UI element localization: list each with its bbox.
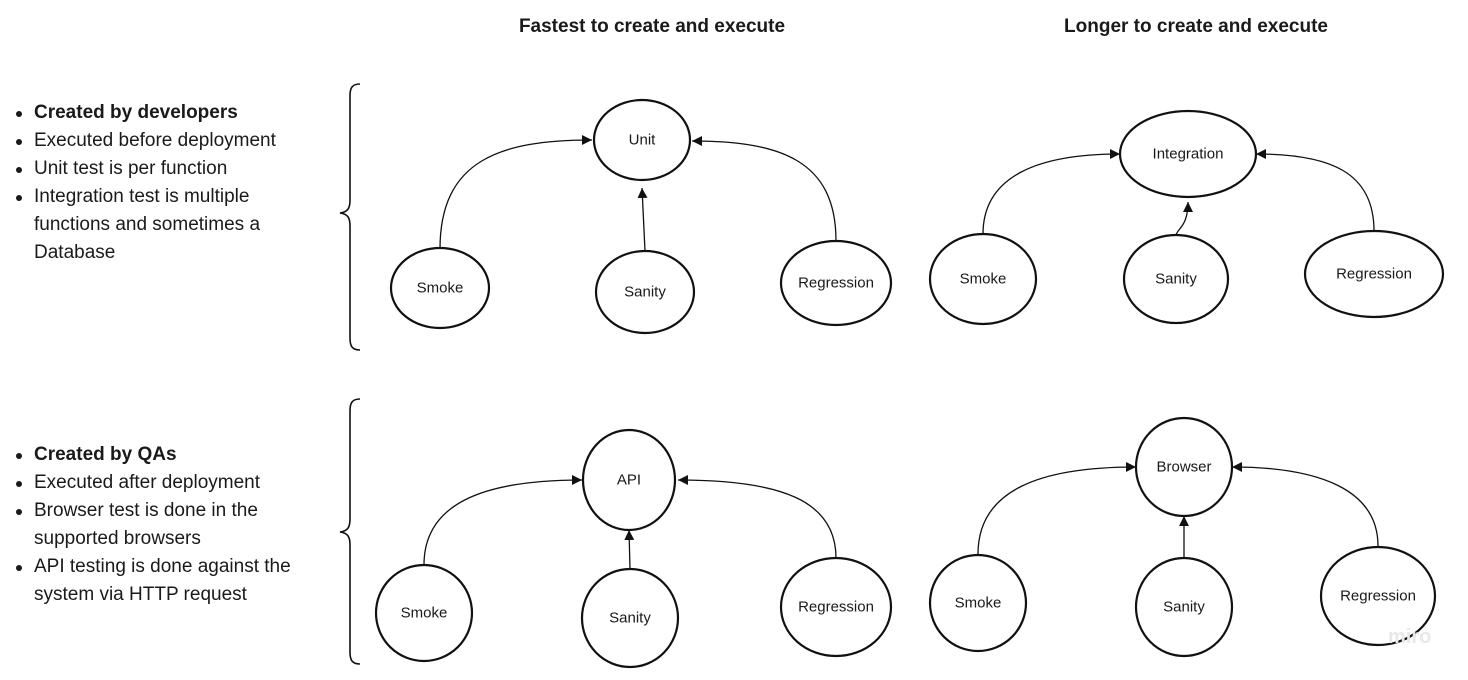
unit-regression-label: Regression [798, 275, 874, 292]
integration-sanity-label: Sanity [1155, 271, 1197, 288]
integration-smoke-label: Smoke [960, 271, 1007, 288]
api-group: API Smoke Sanity Regression [374, 428, 893, 669]
browser-regression-node: Regression [1319, 545, 1437, 647]
unit-regression-node: Regression [779, 239, 893, 327]
api-regression-label: Regression [798, 599, 874, 616]
api-sanity-label: Sanity [609, 610, 651, 627]
integration-regression-node: Regression [1303, 229, 1445, 319]
browser-smoke-node: Smoke [928, 553, 1028, 653]
qa-note-executed: Executed after deployment [14, 469, 314, 497]
qa-note-browser: Browser test is done in the supported br… [14, 497, 314, 553]
developers-brace [339, 83, 361, 351]
unit-node-label: Unit [629, 132, 657, 149]
developers-note-executed: Executed before deployment [14, 127, 324, 155]
integration-node: Integration [1118, 109, 1258, 199]
developers-note-integration: Integration test is multiple functions a… [14, 183, 324, 267]
integration-node-label: Integration [1153, 146, 1224, 163]
qa-notes: Created by QAs Executed after deployment… [14, 441, 314, 609]
browser-node-label: Browser [1156, 459, 1211, 476]
unit-node: Unit [592, 98, 692, 182]
integration-regression-label: Regression [1336, 266, 1412, 283]
miro-watermark: miro [1388, 626, 1432, 648]
qa-note-api: API testing is done against the system v… [14, 553, 314, 609]
browser-regression-label: Regression [1340, 588, 1416, 605]
integration-sanity-node: Sanity [1122, 233, 1230, 325]
unit-sanity-label: Sanity [624, 284, 666, 301]
api-node-label: API [617, 472, 641, 489]
api-smoke-node: Smoke [374, 563, 474, 663]
qa-brace [339, 398, 361, 665]
unit-smoke-label: Smoke [417, 280, 464, 297]
developers-note-unit: Unit test is per function [14, 155, 324, 183]
browser-sanity-node: Sanity [1134, 556, 1234, 658]
api-node: API [581, 428, 677, 532]
unit-group: Unit Smoke Sanity Regression [389, 98, 893, 335]
browser-node: Browser [1134, 416, 1234, 518]
browser-smoke-label: Smoke [955, 595, 1002, 612]
api-regression-node: Regression [779, 556, 893, 658]
developers-notes: Created by developers Executed before de… [14, 99, 324, 267]
browser-group: Browser Smoke Sanity Regression [928, 416, 1437, 658]
heading-fastest: Fastest to create and execute [518, 16, 786, 37]
api-smoke-label: Smoke [401, 605, 448, 622]
browser-sanity-label: Sanity [1163, 599, 1205, 616]
developers-note-created-by: Created by developers [14, 99, 324, 127]
unit-smoke-node: Smoke [389, 246, 491, 330]
unit-sanity-node: Sanity [594, 249, 696, 335]
integration-group: Integration Smoke Sanity Regression [928, 109, 1445, 326]
api-sanity-node: Sanity [580, 567, 680, 669]
integration-smoke-node: Smoke [928, 232, 1038, 326]
qa-note-created-by: Created by QAs [14, 441, 314, 469]
heading-longer: Longer to create and execute [1064, 16, 1328, 37]
